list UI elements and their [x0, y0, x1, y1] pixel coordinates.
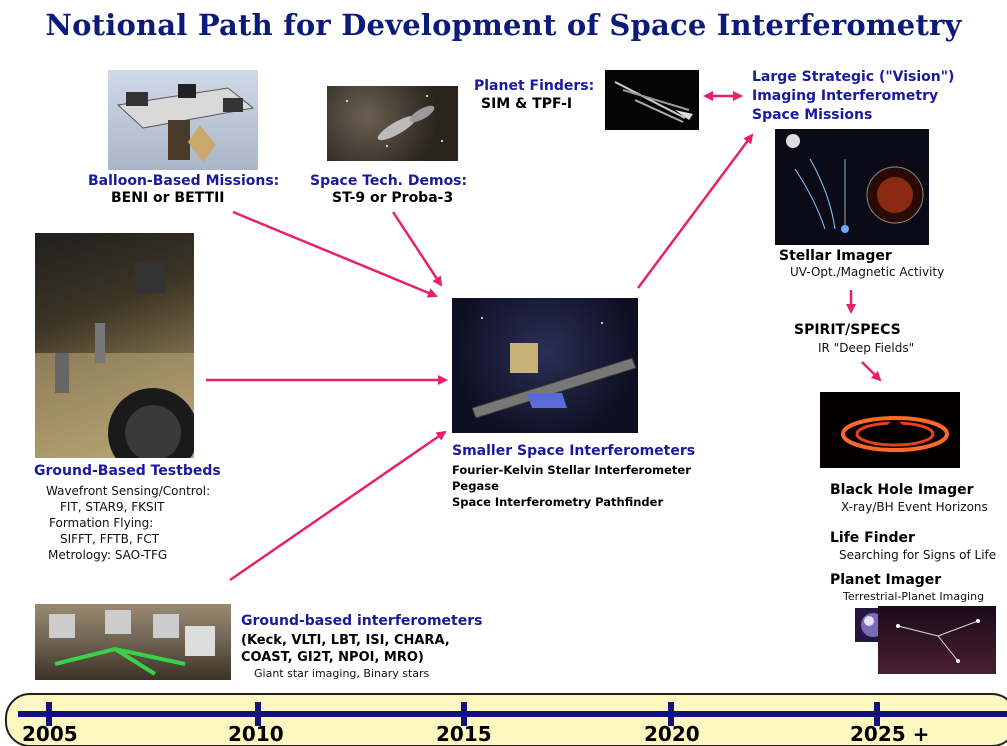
space-tech-sub: ST-9 or Proba-3 [332, 190, 454, 206]
space-tech-heading: Space Tech. Demos: [310, 173, 468, 189]
balloon-instrument-image [108, 70, 258, 170]
planet-finders-image [605, 70, 699, 130]
spirit-sub: IR "Deep Fields" [818, 341, 915, 355]
year-2005: 2005 [22, 722, 78, 746]
stellar-imager-heading: Stellar Imager [779, 248, 892, 264]
smaller-interferometer-image [452, 298, 638, 433]
balloon-sub: BENI or BETTII [111, 190, 225, 206]
vision-missions-label: Large Strategic ("Vision") Imaging Inter… [752, 68, 954, 125]
black-hole-image [820, 392, 960, 468]
vision-line-2: Imaging Interferometry [752, 88, 939, 104]
life-finder-heading: Life Finder [830, 530, 915, 546]
testbed-line: SIFFT, FFTB, FCT [60, 532, 160, 546]
tick-2005 [46, 702, 52, 726]
tick-2010 [255, 702, 261, 726]
planet-finders-sub: SIM & TPF-I [481, 96, 573, 112]
testbed-line: FIT, STAR9, FKSIT [60, 500, 165, 514]
timeline-bar [5, 693, 1007, 746]
testbed-line: Wavefront Sensing/Control: [46, 484, 211, 498]
planet-imager-image [878, 606, 996, 674]
ground-interf-line-2: COAST, GI2T, NPOI, MRO) [241, 650, 424, 665]
ground-interferometers-image [35, 604, 231, 680]
space-tech-demo-image [327, 86, 458, 161]
testbed-line: Formation Flying: [49, 516, 154, 530]
year-2010: 2010 [228, 722, 284, 746]
planet-finders-heading: Planet Finders: [474, 78, 595, 94]
tick-2020 [668, 702, 674, 726]
smaller-line: Space Interferometry Pathfinder [452, 495, 664, 509]
year-2020: 2020 [644, 722, 700, 746]
arrow-spacetech-to-smaller [391, 211, 443, 287]
stellar-imager-image [775, 129, 929, 245]
year-2025: 2025 + [850, 722, 930, 746]
arrow-balloon-to-smaller [232, 210, 438, 298]
ground-interferometers-note: Giant star imaging, Binary stars [254, 667, 430, 680]
planet-imager-sub: Terrestrial-Planet Imaging [843, 590, 985, 603]
balloon-heading: Balloon-Based Missions: [88, 173, 280, 189]
page-title: Notional Path for Development of Space I… [45, 8, 962, 42]
black-hole-heading: Black Hole Imager [830, 482, 974, 498]
tick-2025 [874, 702, 880, 726]
life-finder-sub: Searching for Signs of Life [839, 548, 997, 562]
ground-interferometers-list: (Keck, VLTI, LBT, ISI, CHARA, COAST, GI2… [241, 632, 450, 666]
ground-testbed-image [35, 233, 194, 458]
smaller-line: Fourier-Kelvin Stellar Interferometer [452, 463, 691, 477]
smaller-heading: Smaller Space Interferometers [452, 443, 696, 459]
spirit-heading: SPIRIT/SPECS [794, 322, 901, 338]
black-hole-sub: X-ray/BH Event Horizons [841, 500, 988, 514]
stellar-imager-sub: UV-Opt./Magnetic Activity [790, 265, 945, 279]
vision-line-3: Space Missions [752, 107, 873, 123]
vision-line-1: Large Strategic ("Vision") [752, 69, 955, 85]
tick-2015 [461, 702, 467, 726]
arrow-smaller-to-vision [636, 133, 754, 289]
arrow-spirit-to-blackhole [861, 361, 882, 382]
ground-interf-line-1: (Keck, VLTI, LBT, ISI, CHARA, [241, 633, 450, 648]
arrow-ground-to-smaller [229, 430, 447, 582]
ground-testbeds-list: Wavefront Sensing/Control: FIT, STAR9, F… [46, 483, 210, 563]
testbed-line: Metrology: SAO-TFG [48, 548, 168, 562]
smaller-line: Pegase [452, 479, 499, 493]
ground-testbeds-heading: Ground-Based Testbeds [34, 463, 221, 479]
ground-interferometers-heading: Ground-based interferometers [241, 613, 483, 629]
year-2015: 2015 [436, 722, 492, 746]
smaller-list: Fourier-Kelvin Stellar Interferometer Pe… [452, 462, 691, 510]
planet-imager-heading: Planet Imager [830, 572, 942, 588]
